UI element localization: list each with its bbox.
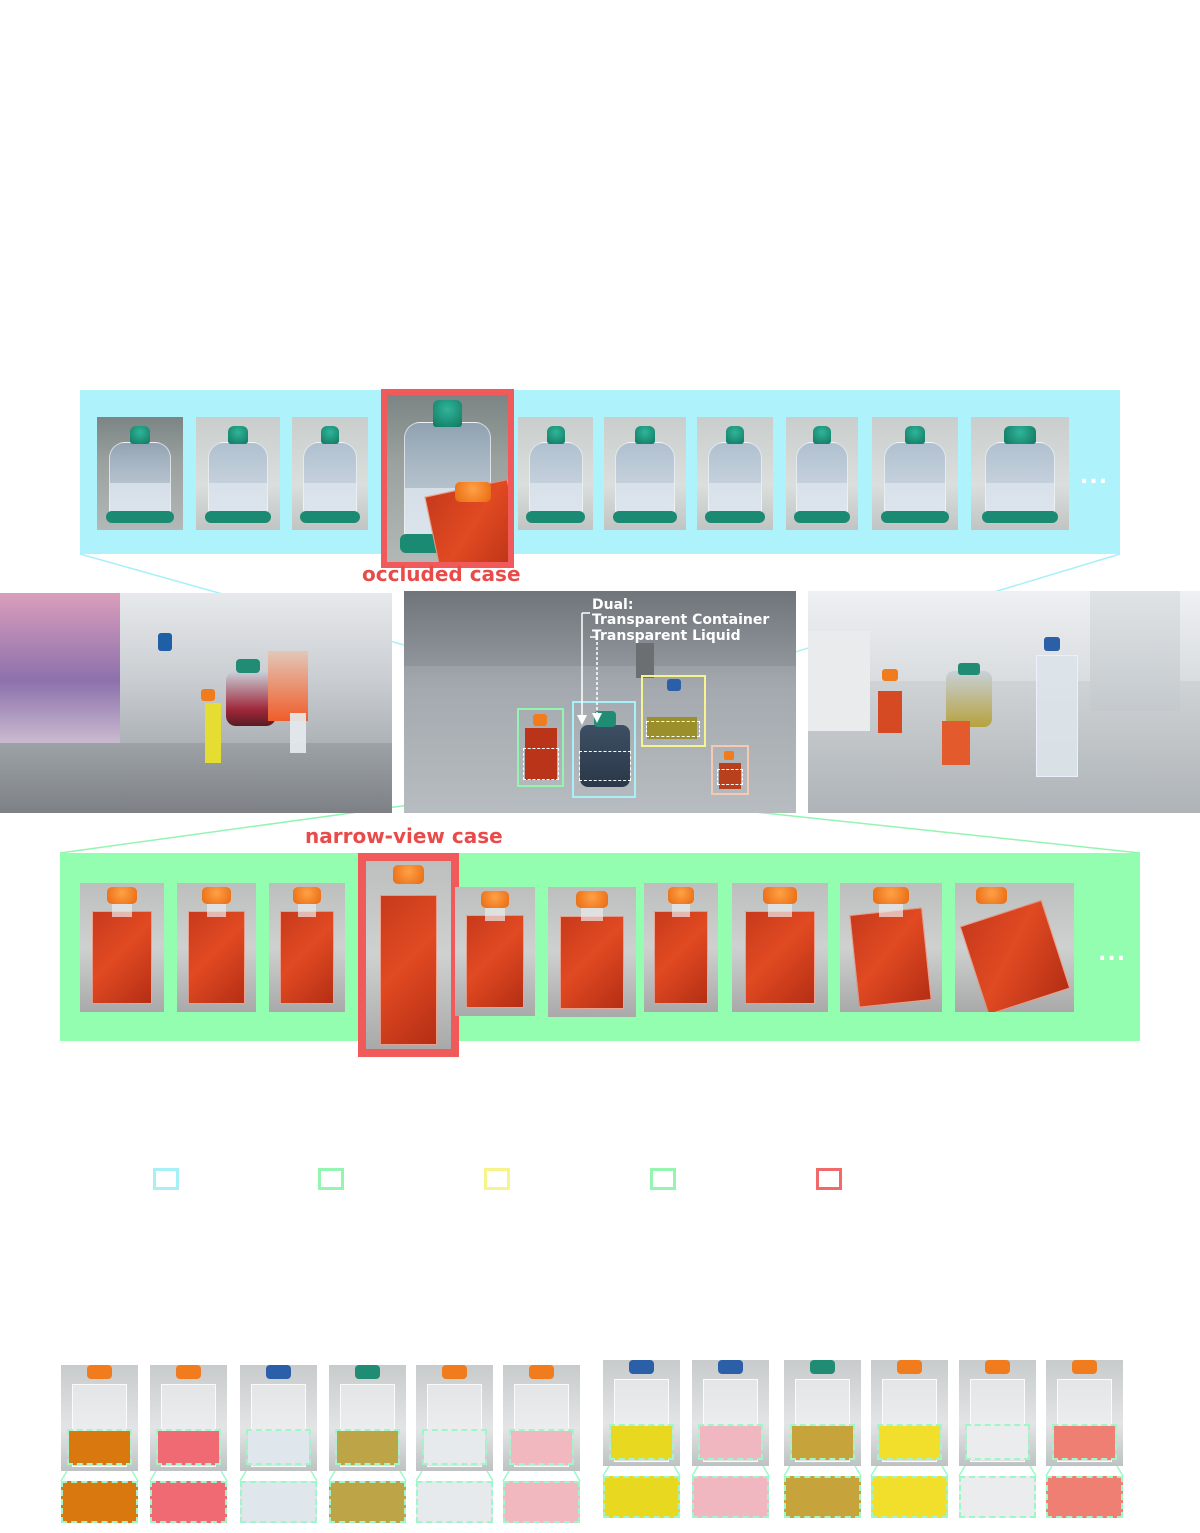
occluded-case-label: occluded case [362,562,521,586]
narrow-view-flask-thumb [358,853,459,1057]
container-thumb [292,417,368,530]
dual-liquid-label: Transparent Liquid [592,628,741,644]
lab-photo-right [808,591,1200,813]
container-thumb [697,417,773,530]
container-thumb [518,417,593,530]
flask-thumb [177,883,256,1012]
container-thumb [604,417,686,530]
more-indicator: ... [1080,464,1109,489]
liquid-crop [692,1476,769,1518]
liquid-region-box [67,1428,132,1465]
liquid-photo-tile [329,1365,406,1471]
liquid-photo-tile [692,1360,769,1466]
liquid-region-box [698,1423,763,1460]
liquid-crop [603,1476,680,1518]
flask-thumb [80,883,164,1012]
legend-swatch-green [318,1168,344,1190]
flask-thumb [732,883,828,1012]
liquid-region-box [790,1423,855,1460]
container-thumb [786,417,858,530]
bbox-yellow [641,675,706,747]
liquid-photo-tile [959,1360,1036,1466]
liquid-crop [61,1481,138,1523]
flask-thumb [955,883,1074,1012]
container-thumb [971,417,1069,530]
liquid-region-box [422,1428,487,1465]
legend-swatch-red [816,1168,842,1190]
liquid-photo-tile [416,1365,493,1471]
liquid-crop [503,1481,580,1523]
liquid-region-box [156,1428,221,1465]
liquid-crop [784,1476,861,1518]
liquid-photo-tile [503,1365,580,1471]
liquid-photo-tile [784,1360,861,1466]
liquid-crop [150,1481,227,1523]
liquid-region-box [1052,1423,1117,1460]
more-indicator: ... [1098,941,1127,966]
liquid-crop [416,1481,493,1523]
liquid-region-box [246,1428,311,1465]
liquid-photo-tile [150,1365,227,1471]
liquid-region-box [609,1423,674,1460]
liquid-crop [240,1481,317,1523]
narrow-view-case-label: narrow-view case [305,824,503,848]
flask-thumb [548,887,636,1017]
liquid-crop [1046,1476,1123,1518]
liquid-photo-tile [603,1360,680,1466]
container-strip: ... [80,389,1120,568]
liquid-crop [871,1476,948,1518]
flask-strip: ... [60,853,1140,1057]
liquid-photo-tile [61,1365,138,1471]
flask-thumb [644,883,718,1012]
liquid-crop [959,1476,1036,1518]
legend-swatch-yellow [484,1168,510,1190]
liquid-crop [329,1481,406,1523]
bbox-peach [711,745,749,795]
liquid-photo-tile [1046,1360,1123,1466]
dual-title: Dual: [592,597,634,613]
dual-container-label: Transparent Container [592,612,770,628]
container-thumb [872,417,958,530]
flask-thumb [269,883,345,1012]
dual-arrows [577,612,602,725]
liquid-region-box [965,1423,1030,1460]
liquid-photo-tile [240,1365,317,1471]
lab-photo-left [0,593,392,813]
liquid-region-box [335,1428,400,1465]
flask-thumb [840,883,942,1012]
lab-photo-center: Dual: Transparent Container Transparent … [404,591,796,813]
bbox-flask-green [517,708,564,787]
liquid-region-box [877,1423,942,1460]
liquid-photo-tile [871,1360,948,1466]
flask-thumb [455,887,535,1016]
legend-swatch-green-2 [650,1168,676,1190]
legend-swatch-cyan [153,1168,179,1190]
container-thumb [97,417,183,530]
bbox-container-cyan [572,701,636,798]
liquid-region-box [509,1428,574,1465]
occluded-container-thumb [381,389,514,568]
container-thumb [196,417,280,530]
